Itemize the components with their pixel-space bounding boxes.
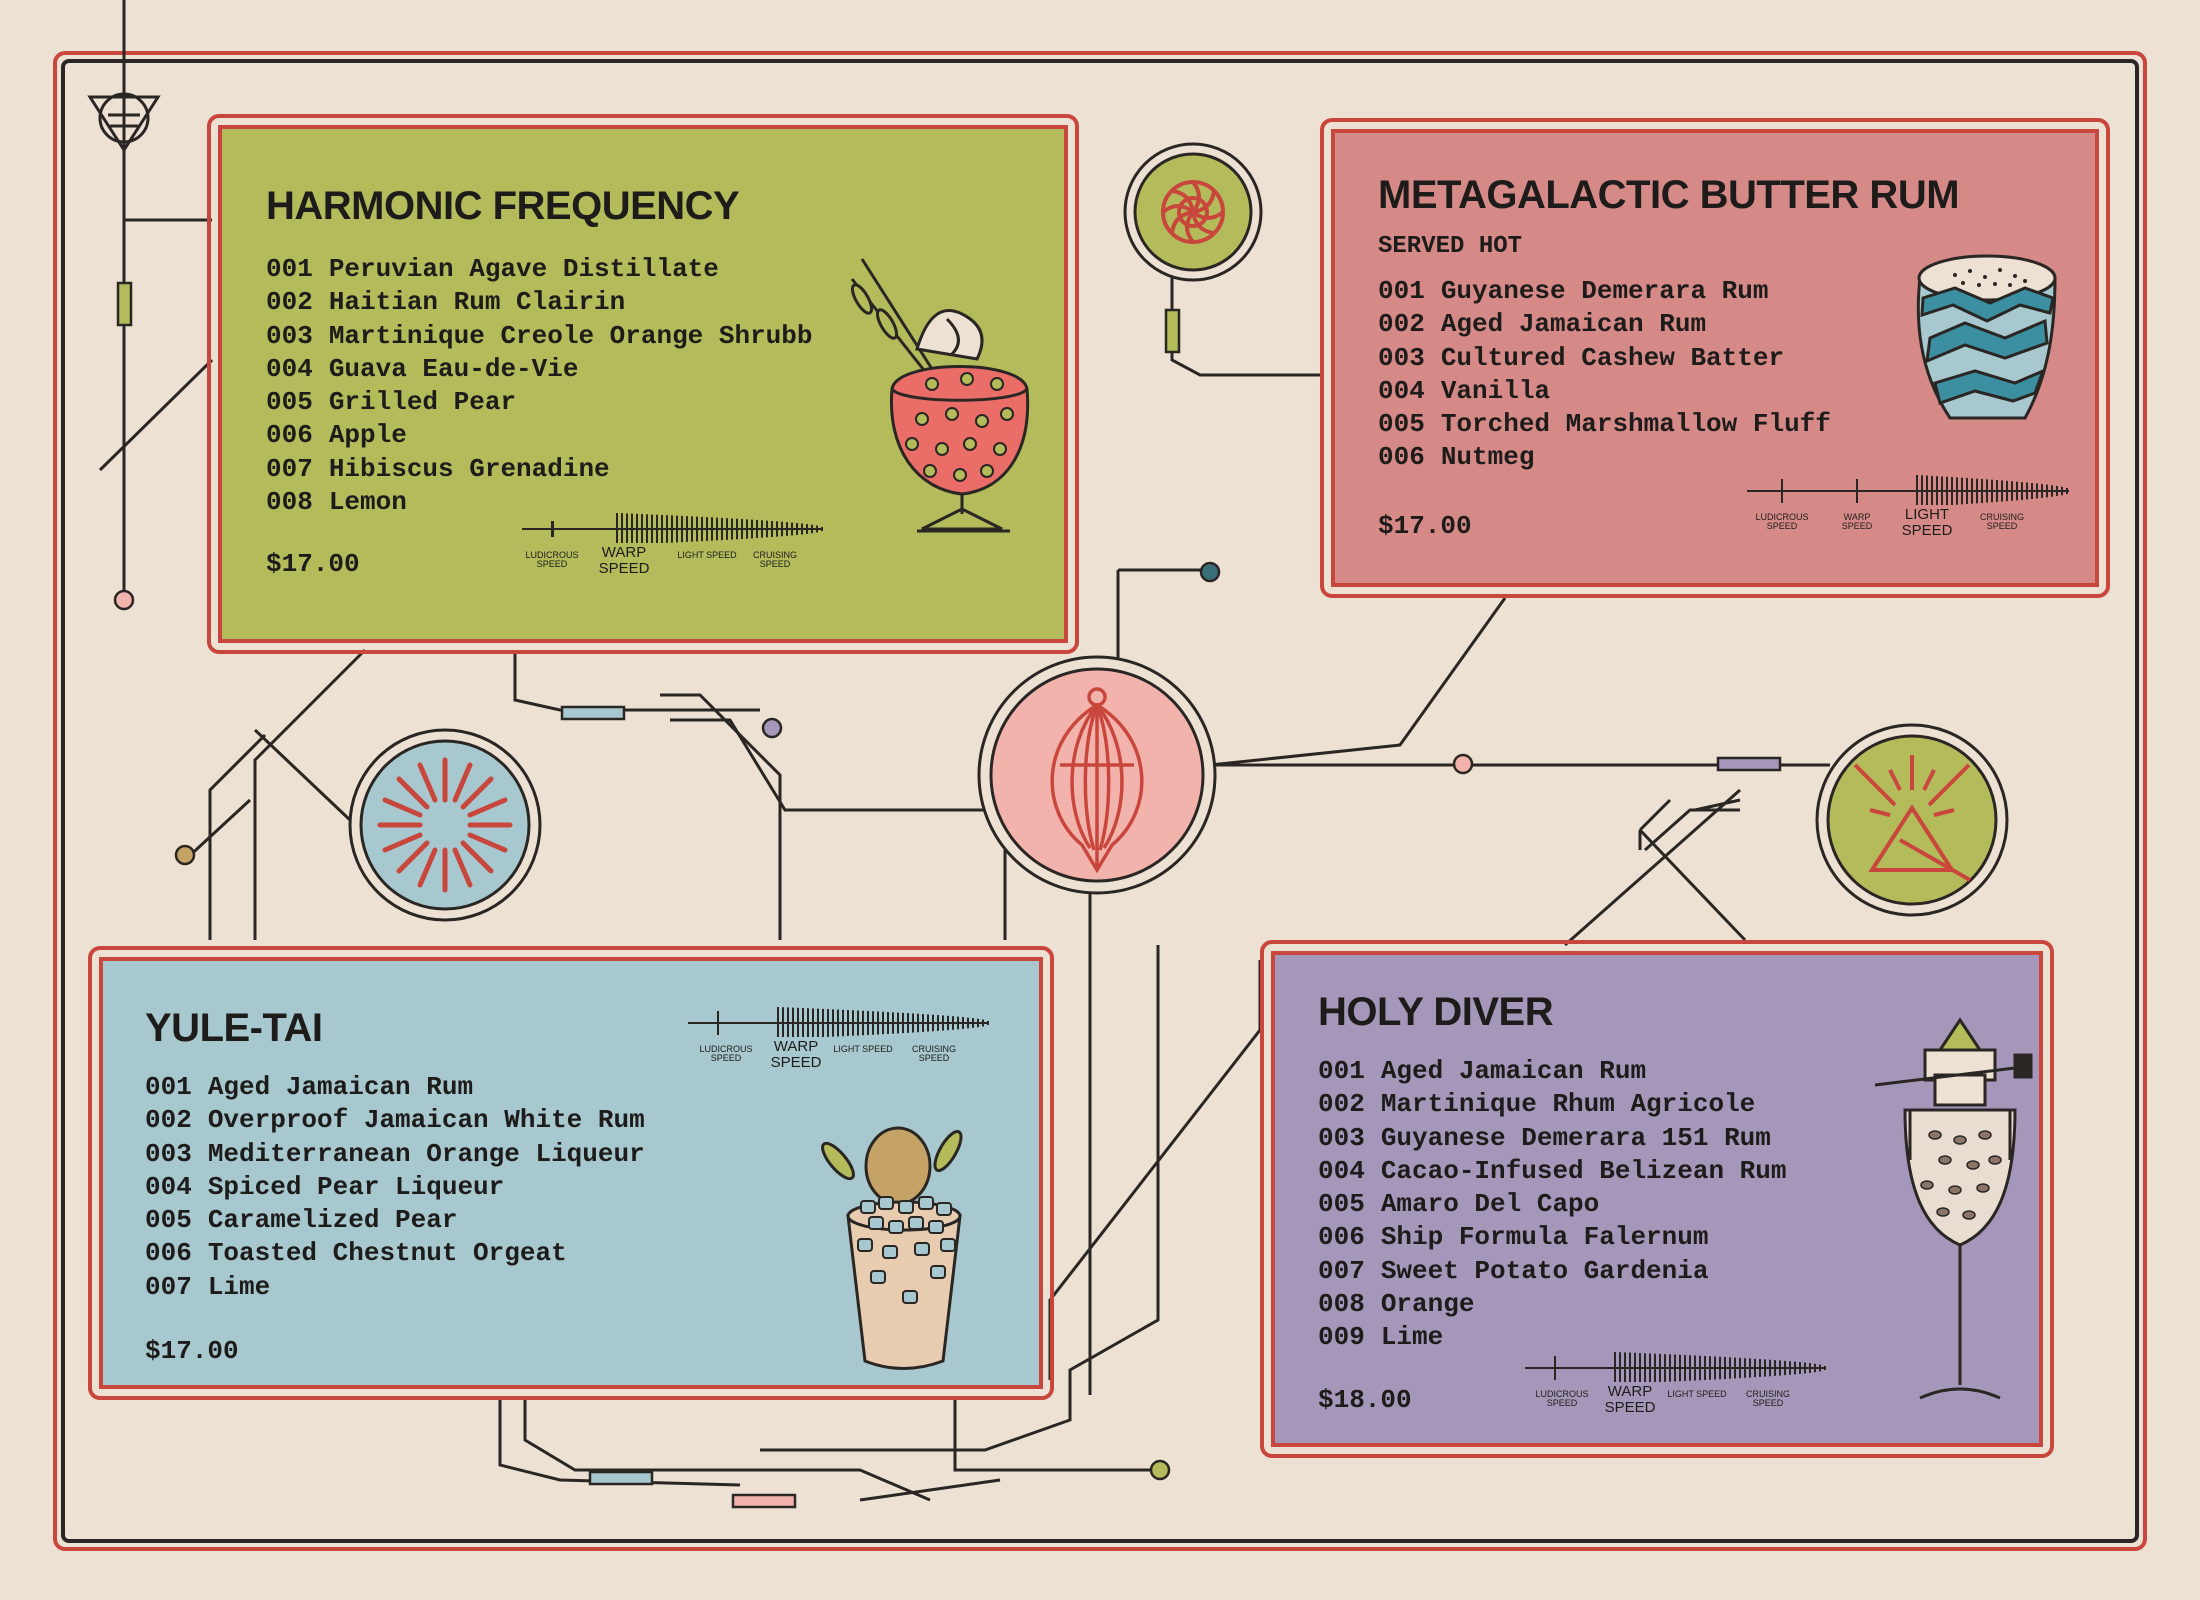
red-bulb-icon <box>977 655 1217 895</box>
speed-label-cruising: CRUISING SPEED <box>752 550 797 570</box>
speed-gauge: LUDICROUS SPEED WARP SPEED LIGHT SPEED C… <box>688 1003 998 1083</box>
triangle-seal-icon <box>87 92 161 153</box>
price: $17.00 <box>145 1336 239 1366</box>
wine-glass-icon <box>1874 1017 2033 1400</box>
speed-gauge: LUDICROUS SPEED WARP SPEED LIGHT SPEED C… <box>1747 471 2069 551</box>
card-subtitle: SERVED HOT <box>1378 233 1523 260</box>
speed-label-warp: WARP SPEED <box>1841 512 1873 532</box>
speed-label-light: LIGHT SPEED <box>833 1044 893 1054</box>
red-burst-icon <box>348 728 542 922</box>
speed-label-cruising: CRUISING SPEED <box>911 1044 956 1064</box>
card-title: YULE-TAI <box>145 1006 323 1050</box>
speed-gauge: LUDICROUS SPEED WARP SPEED LIGHT SPEED C… <box>1525 1348 1835 1428</box>
resistor-green <box>116 281 133 327</box>
speed-label-ludicrous: LUDICROUS SPEED <box>525 550 579 570</box>
speed-label-warp: WARP SPEED <box>1604 1383 1656 1416</box>
price: $17.00 <box>1378 511 1472 541</box>
triangle-rays-icon <box>1815 723 2009 917</box>
speed-gauge: LUDICROUS SPEED WARP SPEED LIGHT SPEED C… <box>522 509 832 589</box>
price: $18.00 <box>1318 1385 1412 1415</box>
outer-frame-red <box>53 51 2147 1551</box>
tiki-glass-icon <box>821 1126 963 1370</box>
speed-label-warp: WARP SPEED <box>598 544 650 577</box>
speed-wave <box>688 1007 989 1037</box>
card-title: HARMONIC FREQUENCY <box>266 184 740 228</box>
speed-label-ludicrous: LUDICROUS SPEED <box>1755 512 1809 532</box>
speed-label-warp: WARP SPEED <box>770 1038 822 1071</box>
outer-frame-dark <box>61 59 2139 1543</box>
speed-label-cruising: CRUISING SPEED <box>1745 1389 1790 1409</box>
speed-label-light: LIGHT SPEED <box>1667 1389 1727 1399</box>
speed-wave <box>1525 1352 1826 1382</box>
coupe-cocktail-icon <box>850 258 1030 533</box>
speed-label-light: LIGHT SPEED <box>677 550 737 560</box>
speed-wave <box>522 513 823 543</box>
price: $17.00 <box>266 549 360 579</box>
card-title: METAGALACTIC BUTTER RUM <box>1378 173 1960 217</box>
speed-wave <box>1747 475 2069 505</box>
hot-mug-icon <box>1916 254 2057 420</box>
card-title: HOLY DIVER <box>1318 990 1554 1034</box>
speed-label-cruising: CRUISING SPEED <box>1979 512 2024 532</box>
speed-label-ludicrous: LUDICROUS SPEED <box>699 1044 753 1064</box>
speed-label-ludicrous: LUDICROUS SPEED <box>1535 1389 1589 1409</box>
red-flower-icon <box>1123 142 1263 282</box>
speed-label-light: LIGHT SPEED <box>1901 506 1953 539</box>
